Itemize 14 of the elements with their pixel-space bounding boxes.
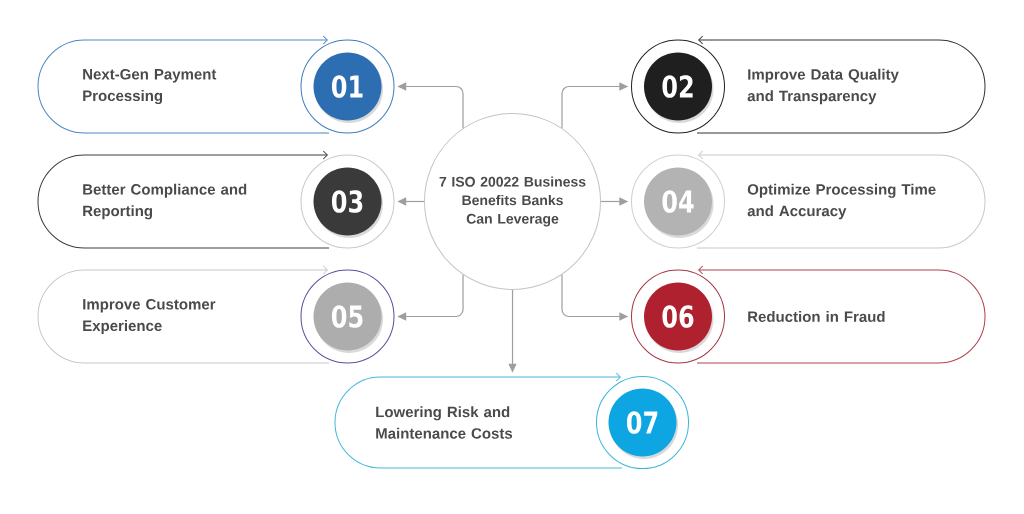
number-badge: 03 bbox=[300, 154, 395, 249]
number-badge: 01 bbox=[300, 39, 395, 134]
benefit-pill: Lowering Risk and Maintenance Costs bbox=[334, 372, 623, 469]
benefit-pill: Improve Data Quality and Transparency bbox=[696, 35, 986, 134]
benefit-pill: Improve Customer Experience bbox=[37, 265, 330, 364]
number-badge: 04 bbox=[631, 154, 725, 249]
benefit-pill: Reduction in Fraud bbox=[696, 265, 986, 364]
number-badge: 07 bbox=[596, 376, 689, 469]
benefit-pill: Optimize Processing Time and Accuracy bbox=[696, 150, 986, 249]
benefit-pill: Better Compliance and Reporting bbox=[37, 150, 330, 249]
number-badge: 06 bbox=[631, 269, 725, 364]
number-badge: 05 bbox=[300, 269, 395, 364]
number-badge: 02 bbox=[631, 39, 725, 134]
benefit-pill: Next-Gen Payment Processing bbox=[37, 35, 330, 134]
